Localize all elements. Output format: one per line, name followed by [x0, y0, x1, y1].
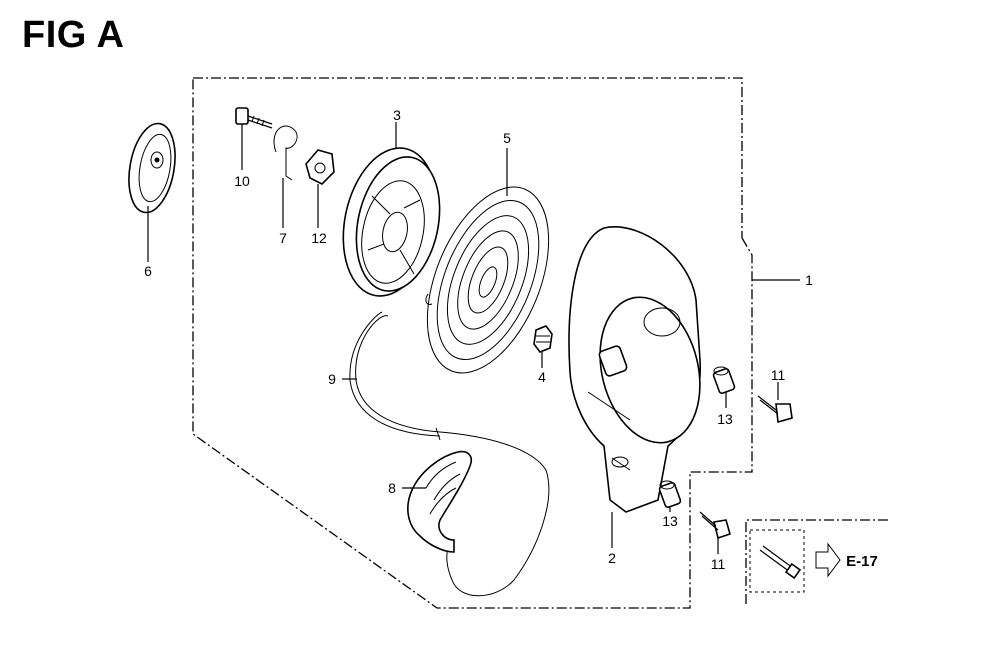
ratchet-part-12	[305, 149, 335, 185]
callout-9: 9	[328, 371, 336, 387]
callout-6: 6	[144, 263, 152, 279]
callout-11-upper: 11	[771, 367, 786, 383]
starter-cup-part-6	[128, 122, 176, 214]
bolt-part-10	[235, 107, 273, 129]
callout-7: 7	[279, 230, 287, 246]
callout-10: 10	[234, 173, 250, 189]
callout-13-lower: 13	[662, 513, 678, 529]
callout-1: 1	[805, 272, 813, 288]
figure-title: FIG A	[22, 14, 125, 56]
callout-11-lower: 11	[711, 556, 726, 572]
reference-box	[745, 519, 888, 604]
reference-label: E-17	[846, 553, 878, 570]
starter-housing-part-2	[568, 226, 701, 513]
reel-part-3	[342, 147, 441, 297]
callout-5: 5	[503, 130, 511, 146]
reference-arrow-icon	[815, 542, 841, 578]
callout-8: 8	[388, 480, 396, 496]
callout-3: 3	[393, 107, 401, 123]
callout-12: 12	[311, 230, 327, 246]
collar-part-13-upper	[712, 366, 736, 395]
nut-part-4	[533, 325, 553, 353]
callout-4: 4	[538, 369, 546, 385]
spiral-spring-part-5	[425, 186, 550, 374]
callout-2: 2	[608, 550, 616, 566]
starter-rope-part-9	[349, 311, 550, 597]
screw-part-11-lower	[699, 511, 731, 540]
assembly-outline	[192, 77, 753, 609]
spring-clip-part-7	[273, 125, 298, 181]
screw-part-11-upper	[757, 395, 793, 424]
starter-grip-part-8	[407, 450, 473, 553]
callout-13-upper: 13	[717, 411, 733, 427]
collar-part-13-lower	[658, 480, 682, 509]
